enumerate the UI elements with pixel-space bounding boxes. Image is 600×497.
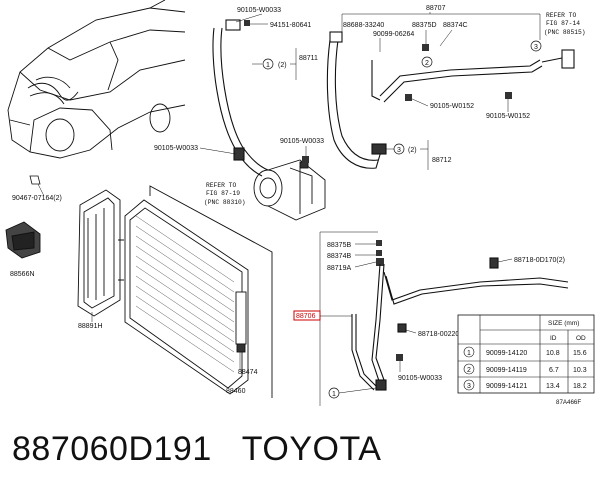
caption-part-number: 887060D191	[12, 430, 212, 468]
callout-88706-box	[293, 310, 321, 321]
callout-88718-0d170: 88718-0D170(2)	[514, 257, 565, 264]
callout-90099-06264: 90099-06264	[373, 31, 414, 38]
circle-1a	[262, 58, 274, 70]
size-table-id: ID	[550, 335, 557, 342]
size-row-2-no: 2	[467, 367, 471, 374]
callout-88706: 88706	[296, 313, 316, 320]
figure-code: 87A466F	[556, 399, 581, 406]
size-table-title: SIZE (mm)	[548, 320, 579, 327]
svg-text:(PNC 88310): (PNC 88310)	[204, 199, 246, 206]
callout-94151-80641: 94151-80641	[270, 22, 311, 29]
svg-text:FIG 87-14: FIG 87-14	[546, 20, 580, 27]
size-row-3-id: 13.4	[546, 383, 560, 390]
suction-hose-88712	[326, 31, 387, 169]
liquid-pipe-88706	[351, 257, 569, 391]
receiver-dryer	[235, 291, 247, 370]
discharge-hose-88711	[212, 19, 269, 177]
vehicle-illustration	[7, 0, 186, 159]
callout-90105-w0033-b: 90105-W0033	[154, 145, 198, 152]
circle-2	[421, 56, 433, 68]
callout-88374c: 88374C	[443, 22, 468, 29]
svg-text:3: 3	[534, 44, 538, 51]
callout-88718-00220: 88718-00220	[418, 331, 459, 338]
callout-88474: 88474	[238, 369, 258, 376]
condenser-core	[118, 185, 273, 398]
size-row-2-part: 90099-14119	[486, 367, 527, 374]
condenser-shroud	[77, 189, 121, 322]
size-row-3-no: 3	[467, 383, 471, 390]
small-part-90467	[29, 175, 45, 197]
callout-88374b: 88374B	[327, 253, 351, 260]
size-row-3-od: 18.2	[573, 383, 587, 390]
liquid-pipe-88707	[371, 49, 575, 103]
caption: 887060D191 TOYOTA	[12, 430, 381, 480]
svg-text:1: 1	[332, 391, 336, 398]
svg-text:3: 3	[397, 147, 401, 154]
svg-text:REFER TO: REFER TO	[546, 12, 576, 19]
size-table: SIZE (mm) ID OD 1 90099-14120 10.8 15.6 …	[457, 314, 595, 394]
circle-3b	[530, 40, 542, 52]
size-row-2-od: 10.3	[573, 367, 587, 374]
callout-90105-w0033-c: 90105-W0033	[280, 138, 324, 145]
callout-90105-w0152-a: 90105-W0152	[430, 103, 474, 110]
marker-2b: (2)	[408, 147, 417, 154]
size-row-1-part: 90099-14120	[486, 350, 527, 357]
callout-88566n: 88566N	[10, 271, 35, 278]
callout-88712: 88712	[432, 157, 452, 164]
size-row-1-id: 10.8	[546, 350, 560, 357]
svg-text:REFER TO: REFER TO	[206, 182, 236, 189]
callout-88891h: 88891H	[78, 323, 103, 330]
callout-90105-w0033-d: 90105-W0033	[398, 375, 442, 382]
svg-text:2: 2	[425, 60, 429, 67]
svg-text:FIG 87-19: FIG 87-19	[206, 190, 240, 197]
callout-88711: 88711	[299, 55, 318, 62]
refer-note-88310: REFER TO FIG 87-19 (PNC 88310)	[204, 182, 246, 206]
marker-2a: (2)	[278, 62, 287, 69]
callout-90105-w0033-a: 90105-W0033	[237, 7, 281, 14]
size-row-2-id: 6.7	[549, 367, 559, 374]
refer-note-88515: REFER TO FIG 87-14 (PNC 88515)	[544, 12, 586, 36]
callout-88375b: 88375B	[327, 242, 351, 249]
callout-90467-07164: 90467-07164(2)	[12, 195, 62, 202]
size-row-3-part: 90099-14121	[486, 383, 527, 390]
size-row-1-no: 1	[467, 350, 471, 357]
size-row-1-od: 15.6	[573, 350, 587, 357]
bracket-88566n	[5, 221, 41, 259]
caption-brand: TOYOTA	[241, 430, 382, 468]
callout-90105-w0152-b: 90105-W0152	[486, 113, 530, 120]
callout-88375d: 88375D	[412, 22, 437, 29]
callout-88460: 88460	[226, 388, 246, 395]
size-table-od: OD	[576, 335, 586, 342]
svg-text:1: 1	[266, 62, 270, 69]
callout-88688-33240: 88688-33240	[343, 22, 384, 29]
svg-text:(PNC 88515): (PNC 88515)	[544, 29, 586, 36]
callout-88707: 88707	[426, 5, 446, 12]
callout-88719a: 88719A	[327, 265, 351, 272]
